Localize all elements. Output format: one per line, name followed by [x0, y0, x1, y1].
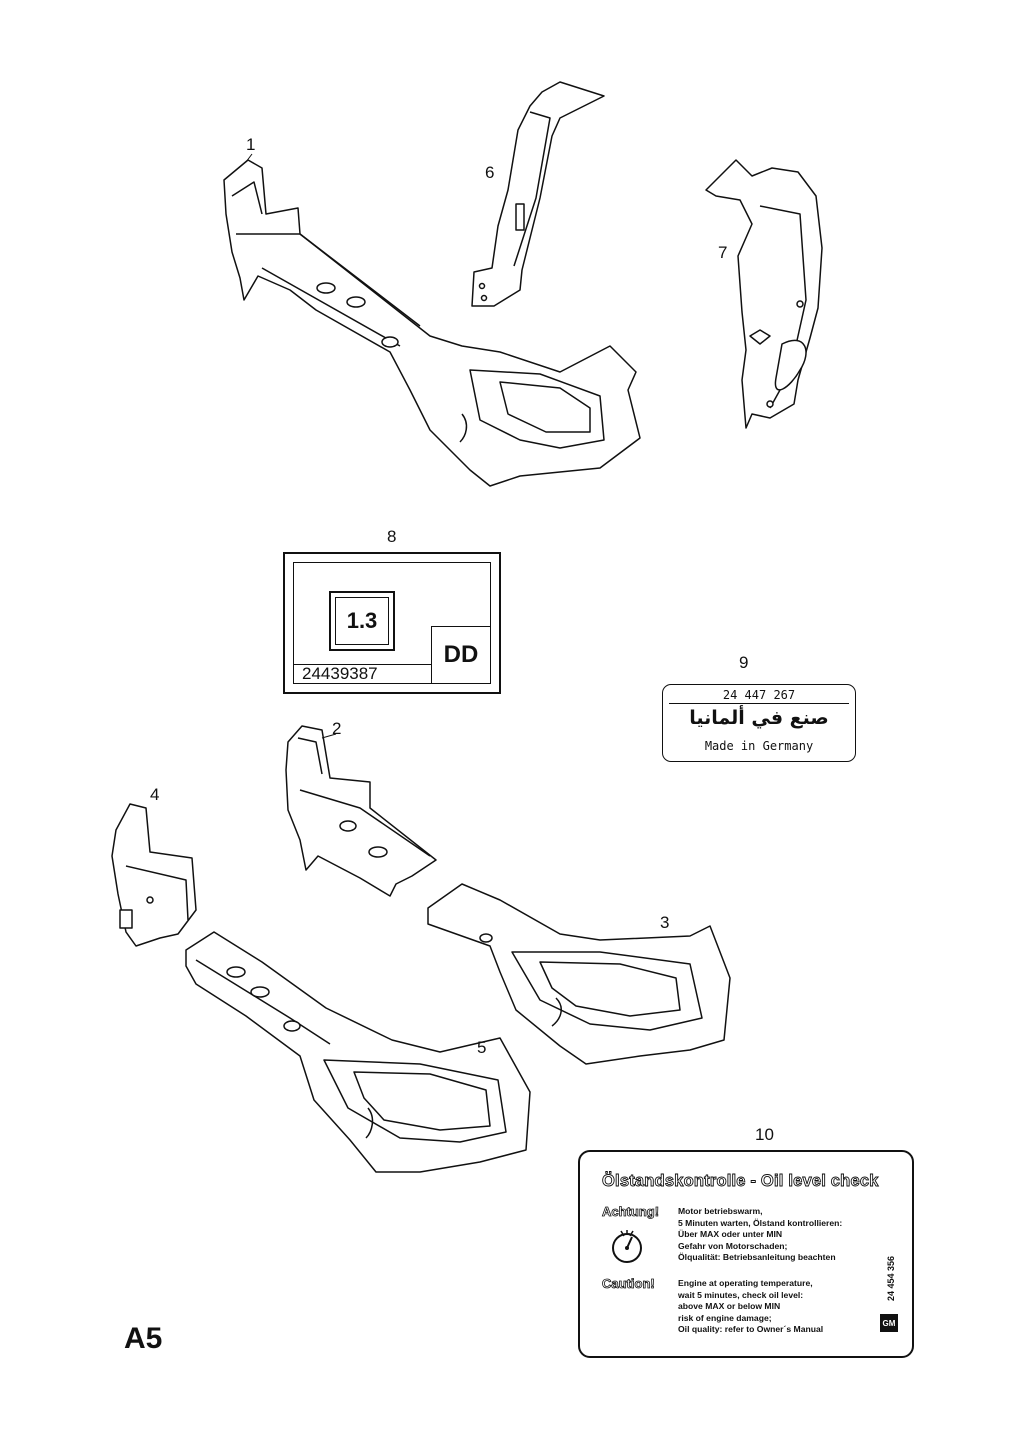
- en-line: risk of engine damage;: [678, 1312, 772, 1323]
- callout-9: 9: [739, 653, 749, 672]
- callout-6: 6: [485, 163, 495, 182]
- made-in-germany-label: 24 447 267 صنع في ألمانيا Made in German…: [662, 684, 856, 762]
- part-1-front-panel: [223, 159, 641, 487]
- engine-code: DD: [431, 626, 490, 683]
- part-7-bracket: [705, 159, 823, 429]
- label10-side-number: 24 454 356: [886, 1256, 896, 1302]
- en-line: above MAX or below MIN: [678, 1301, 781, 1311]
- callout-10: 10: [755, 1125, 774, 1144]
- warning-de: Achtung!: [602, 1204, 660, 1220]
- label9-made-in: Made in Germany: [704, 739, 814, 753]
- de-line: Über MAX oder unter MIN: [678, 1229, 783, 1239]
- de-text-block: Motor betriebswarm, 5 Minuten warten, Öl…: [678, 1206, 842, 1264]
- de-line: Ölqualität: Betriebsanleitung beachten: [678, 1252, 836, 1262]
- en-line: Oil quality: refer to Owner´s Manual: [678, 1324, 824, 1334]
- callout-2: 2: [332, 719, 342, 738]
- warning-en: Caution!: [602, 1276, 656, 1292]
- engine-code-label-frame: 1.3 DD 24439387: [293, 562, 491, 684]
- de-line: 5 Minuten warten, Ölstand kontrollieren:: [678, 1217, 843, 1228]
- page-code: A5: [124, 1322, 163, 1355]
- callout-1: 1: [246, 135, 256, 154]
- de-line: Motor betriebswarm,: [678, 1206, 763, 1216]
- clock-gauge-icon: [612, 1230, 642, 1263]
- callout-4: 4: [150, 785, 160, 804]
- en-line: wait 5 minutes, check oil level:: [678, 1289, 804, 1300]
- callout-8: 8: [387, 527, 397, 546]
- label9-arabic-text: صنع في ألمانيا: [689, 707, 829, 729]
- en-line: Engine at operating temperature,: [678, 1278, 813, 1288]
- part-2-left-panel: [285, 725, 437, 897]
- engine-size-box: 1.3: [329, 591, 395, 651]
- callout-7: 7: [718, 243, 728, 262]
- oil-level-check-label: Ölstandskontrolle - Oil level check Acht…: [578, 1150, 914, 1358]
- de-line: Gefahr von Motorschaden;: [678, 1240, 788, 1251]
- gm-logo: GM: [880, 1314, 898, 1332]
- engine-size: 1.3: [335, 597, 389, 645]
- part-3-right-panel: [427, 883, 731, 1065]
- en-text-block: Engine at operating temperature, wait 5 …: [678, 1278, 823, 1336]
- part-6-bracket: [471, 81, 605, 307]
- label9-part-number: 24 447 267: [669, 687, 849, 704]
- callout-3: 3: [660, 913, 670, 932]
- label8-part-number: 24439387: [294, 664, 432, 683]
- callout-5: 5: [477, 1038, 487, 1057]
- part-4-left-bracket: [111, 803, 197, 947]
- oil-label-title: Ölstandskontrolle - Oil level check: [602, 1172, 879, 1191]
- engine-code-label: 1.3 DD 24439387: [283, 552, 501, 694]
- part-5-right-panel: [185, 931, 531, 1173]
